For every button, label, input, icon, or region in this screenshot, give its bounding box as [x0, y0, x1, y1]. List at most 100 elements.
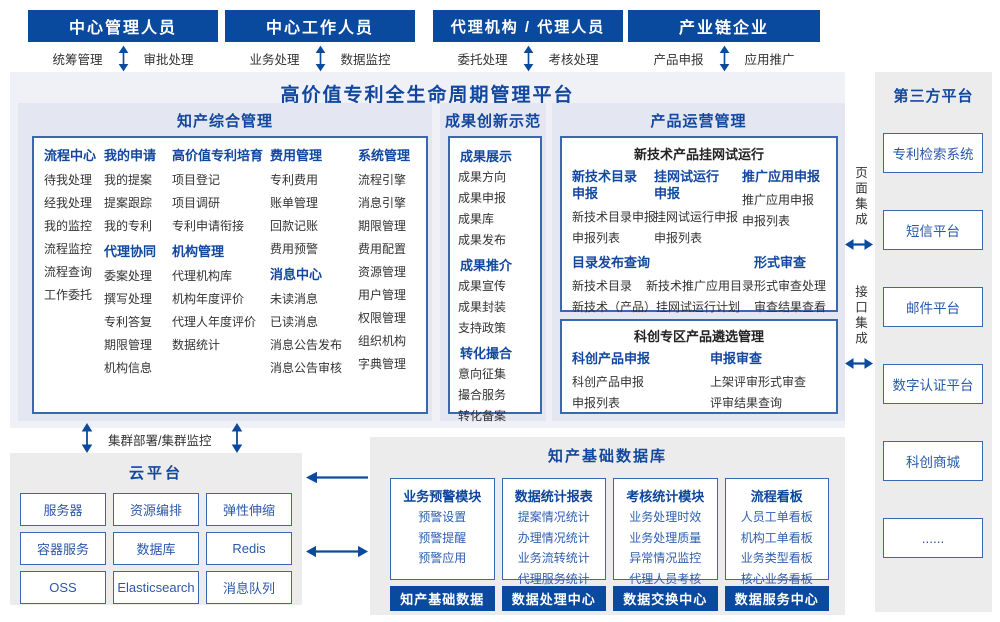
menu-item: 经我处理: [44, 196, 93, 210]
cloud-service-box: OSS: [20, 571, 106, 604]
menu-item: 成果申报: [458, 191, 507, 205]
menu-item: 账单管理: [270, 196, 319, 210]
menu-item: 办理情况统计: [517, 530, 590, 545]
double-arrow-vertical-icon: [719, 45, 729, 72]
menu-item: 费用预警: [270, 242, 319, 256]
achievement-box: 成果展示 成果方向成果申报成果库成果发布 成果推介 成果宣传成果封装支持政策 转…: [448, 136, 542, 423]
section-title: 云平台: [128, 465, 183, 482]
box-title: 科创专区产品遴选管理: [633, 329, 764, 344]
menu-item: 申报列表: [742, 214, 791, 228]
column-header: 挂网试运行 申报: [654, 169, 720, 201]
cloud-service-box: 弹性伸缩: [206, 493, 292, 526]
column-my-applications: 我的申请 我的提案提案跟踪我的专利 代理协同 委案处理撰写处理专利答复期限管理机…: [104, 147, 170, 412]
double-arrow-horizontal-icon: [845, 358, 873, 369]
section-title: 知产综合管理: [176, 113, 273, 130]
column-fee-management: 费用管理 专利费用账单管理回款记账费用预警 消息中心 未读消息已读消息消息公告发…: [270, 147, 356, 412]
column-header: 费用管理: [270, 148, 323, 163]
column-grid-trial-apply: 挂网试运行 申报 挂网试运行申报申报列表: [654, 168, 742, 249]
panel-achievement-demo: 成果创新示范 成果展示 成果方向成果申报成果库成果发布 成果推介 成果宣传成果封…: [440, 103, 546, 423]
cloud-service-box: 容器服务: [20, 532, 106, 565]
menu-item: 未读消息: [270, 292, 319, 306]
menu-item: 申报列表: [654, 231, 703, 245]
column-header: 科创产品申报: [572, 351, 651, 366]
actor-title: 代理机构 / 代理人员: [433, 10, 623, 42]
third-party-box: ......: [883, 518, 983, 558]
column-promo-application: 推广应用申报 推广应用申报申报列表: [742, 168, 826, 249]
menu-item: 专利申请衔接: [172, 219, 245, 233]
column-header: 推广应用申报: [742, 169, 821, 184]
menu-item: 预警提醒: [418, 530, 467, 545]
menu-item: 意向征集: [458, 367, 507, 381]
menu-item: 成果宣传: [458, 279, 507, 293]
module-statistics-report: 数据统计报表 提案情况统计办理情况统计业务流转统计代理服务统计: [501, 478, 606, 586]
menu-item: 期限管理: [358, 219, 407, 233]
menu-item: 推广应用申报: [742, 193, 815, 207]
double-arrow-vertical-icon: [315, 45, 325, 72]
third-party-box: 邮件平台: [883, 287, 983, 327]
menu-item: 成果发布: [458, 233, 507, 247]
section-title: 知产基础数据库: [547, 448, 667, 465]
cluster-label: 集群部署/集群监控: [108, 434, 212, 448]
actor-agencies: 代理机构 / 代理人员 委托处理 考核处理: [433, 10, 623, 72]
section-title: 成果创新示范: [444, 113, 541, 130]
menu-item: 消息公告发布: [270, 338, 343, 352]
cloud-service-box: 资源编排: [113, 493, 199, 526]
menu-item: 预警应用: [418, 551, 467, 565]
menu-item: 核心业务看板: [740, 571, 813, 586]
menu-item: 工作委托: [44, 288, 93, 302]
module-process-kanban: 流程看板 人员工单看板机构工单看板业务类型看板核心业务看板: [724, 478, 829, 586]
column-process-center: 流程中心 待我处理经我处理我的监控流程监控流程查询工作委托: [44, 147, 102, 412]
menu-item: 我的专利: [104, 219, 153, 233]
actor-center-managers: 中心管理人员 统筹管理 审批处理: [28, 10, 218, 72]
menu-item: 业务流转统计: [517, 551, 590, 565]
actor-right-label: 应用推广: [744, 53, 795, 67]
menu-item: 预警设置: [418, 510, 467, 524]
column-application-review: 申报审查 上架评审形式审查评审结果查询: [710, 350, 806, 414]
actor-right-label: 审批处理: [143, 53, 194, 67]
actor-left-label: 产品申报: [653, 53, 704, 67]
panel-ip-database: 知产基础数据库 业务预警模块 预警设置预警提醒预警应用 数据统计报表 提案情况统…: [370, 437, 845, 615]
cloud-service-box: 数据库: [113, 532, 199, 565]
menu-item: 代理人员考核: [629, 571, 702, 586]
actor-title: 中心管理人员: [28, 10, 218, 42]
group-header: 转化撮合: [460, 346, 513, 361]
module-header: 业务预警模块: [403, 489, 482, 504]
panel-ip-management: 知产综合管理 流程中心 待我处理经我处理我的监控流程监控流程查询工作委托 我的申…: [18, 103, 432, 421]
menu-item: 委案处理: [104, 269, 153, 283]
group-header: 成果推介: [460, 258, 513, 273]
menu-item: 流程查询: [44, 265, 93, 279]
menu-item: 消息公告审核: [270, 361, 343, 375]
menu-item: 流程监控: [44, 242, 93, 256]
data-center-box: 数据处理中心: [501, 586, 606, 611]
menu-item: 业务处理时效: [629, 510, 702, 524]
box-title: 新技术产品挂网试运行: [633, 147, 764, 162]
actor-right-label: 数据监控: [340, 53, 391, 67]
menu-item: 消息引擎: [358, 196, 407, 210]
column-subheader: 消息中心: [270, 267, 323, 282]
menu-item: 代理机构库: [172, 269, 233, 283]
menu-item: 撰写处理: [104, 292, 153, 306]
column-header: 系统管理: [358, 148, 411, 163]
third-party-box: 专利检索系统: [883, 133, 983, 173]
menu-item: 科创产品申报: [572, 375, 645, 389]
menu-item: 上架评审形式审查: [710, 375, 807, 389]
menu-item: 新技术（产品）挂网试运行计划: [572, 300, 741, 314]
double-arrow-vertical-icon: [81, 423, 93, 453]
actor-title: 产业链企业: [628, 10, 820, 42]
menu-item: 新技术目录申报: [572, 210, 657, 224]
menu-item: 形式审查处理: [754, 279, 827, 293]
column-hv-patent-cultivation: 高价值专利培育 项目登记项目调研专利申请衔接 机构管理 代理机构库机构年度评价代…: [172, 147, 268, 412]
cloud-service-box: Elasticsearch: [113, 571, 199, 604]
menu-item: 成果库: [458, 212, 495, 226]
menu-item: 我的监控: [44, 219, 93, 233]
menu-item: 专利费用: [270, 173, 319, 187]
menu-item: 字典管理: [358, 357, 407, 371]
actor-left-label: 委托处理: [457, 53, 508, 67]
third-party-box: 科创商城: [883, 441, 983, 481]
menu-item: 期限管理: [104, 338, 153, 352]
menu-item: 专利答复: [104, 315, 153, 329]
menu-item: 提案情况统计: [517, 510, 590, 524]
actor-left-label: 业务处理: [249, 53, 300, 67]
menu-item: 组织机构: [358, 334, 407, 348]
